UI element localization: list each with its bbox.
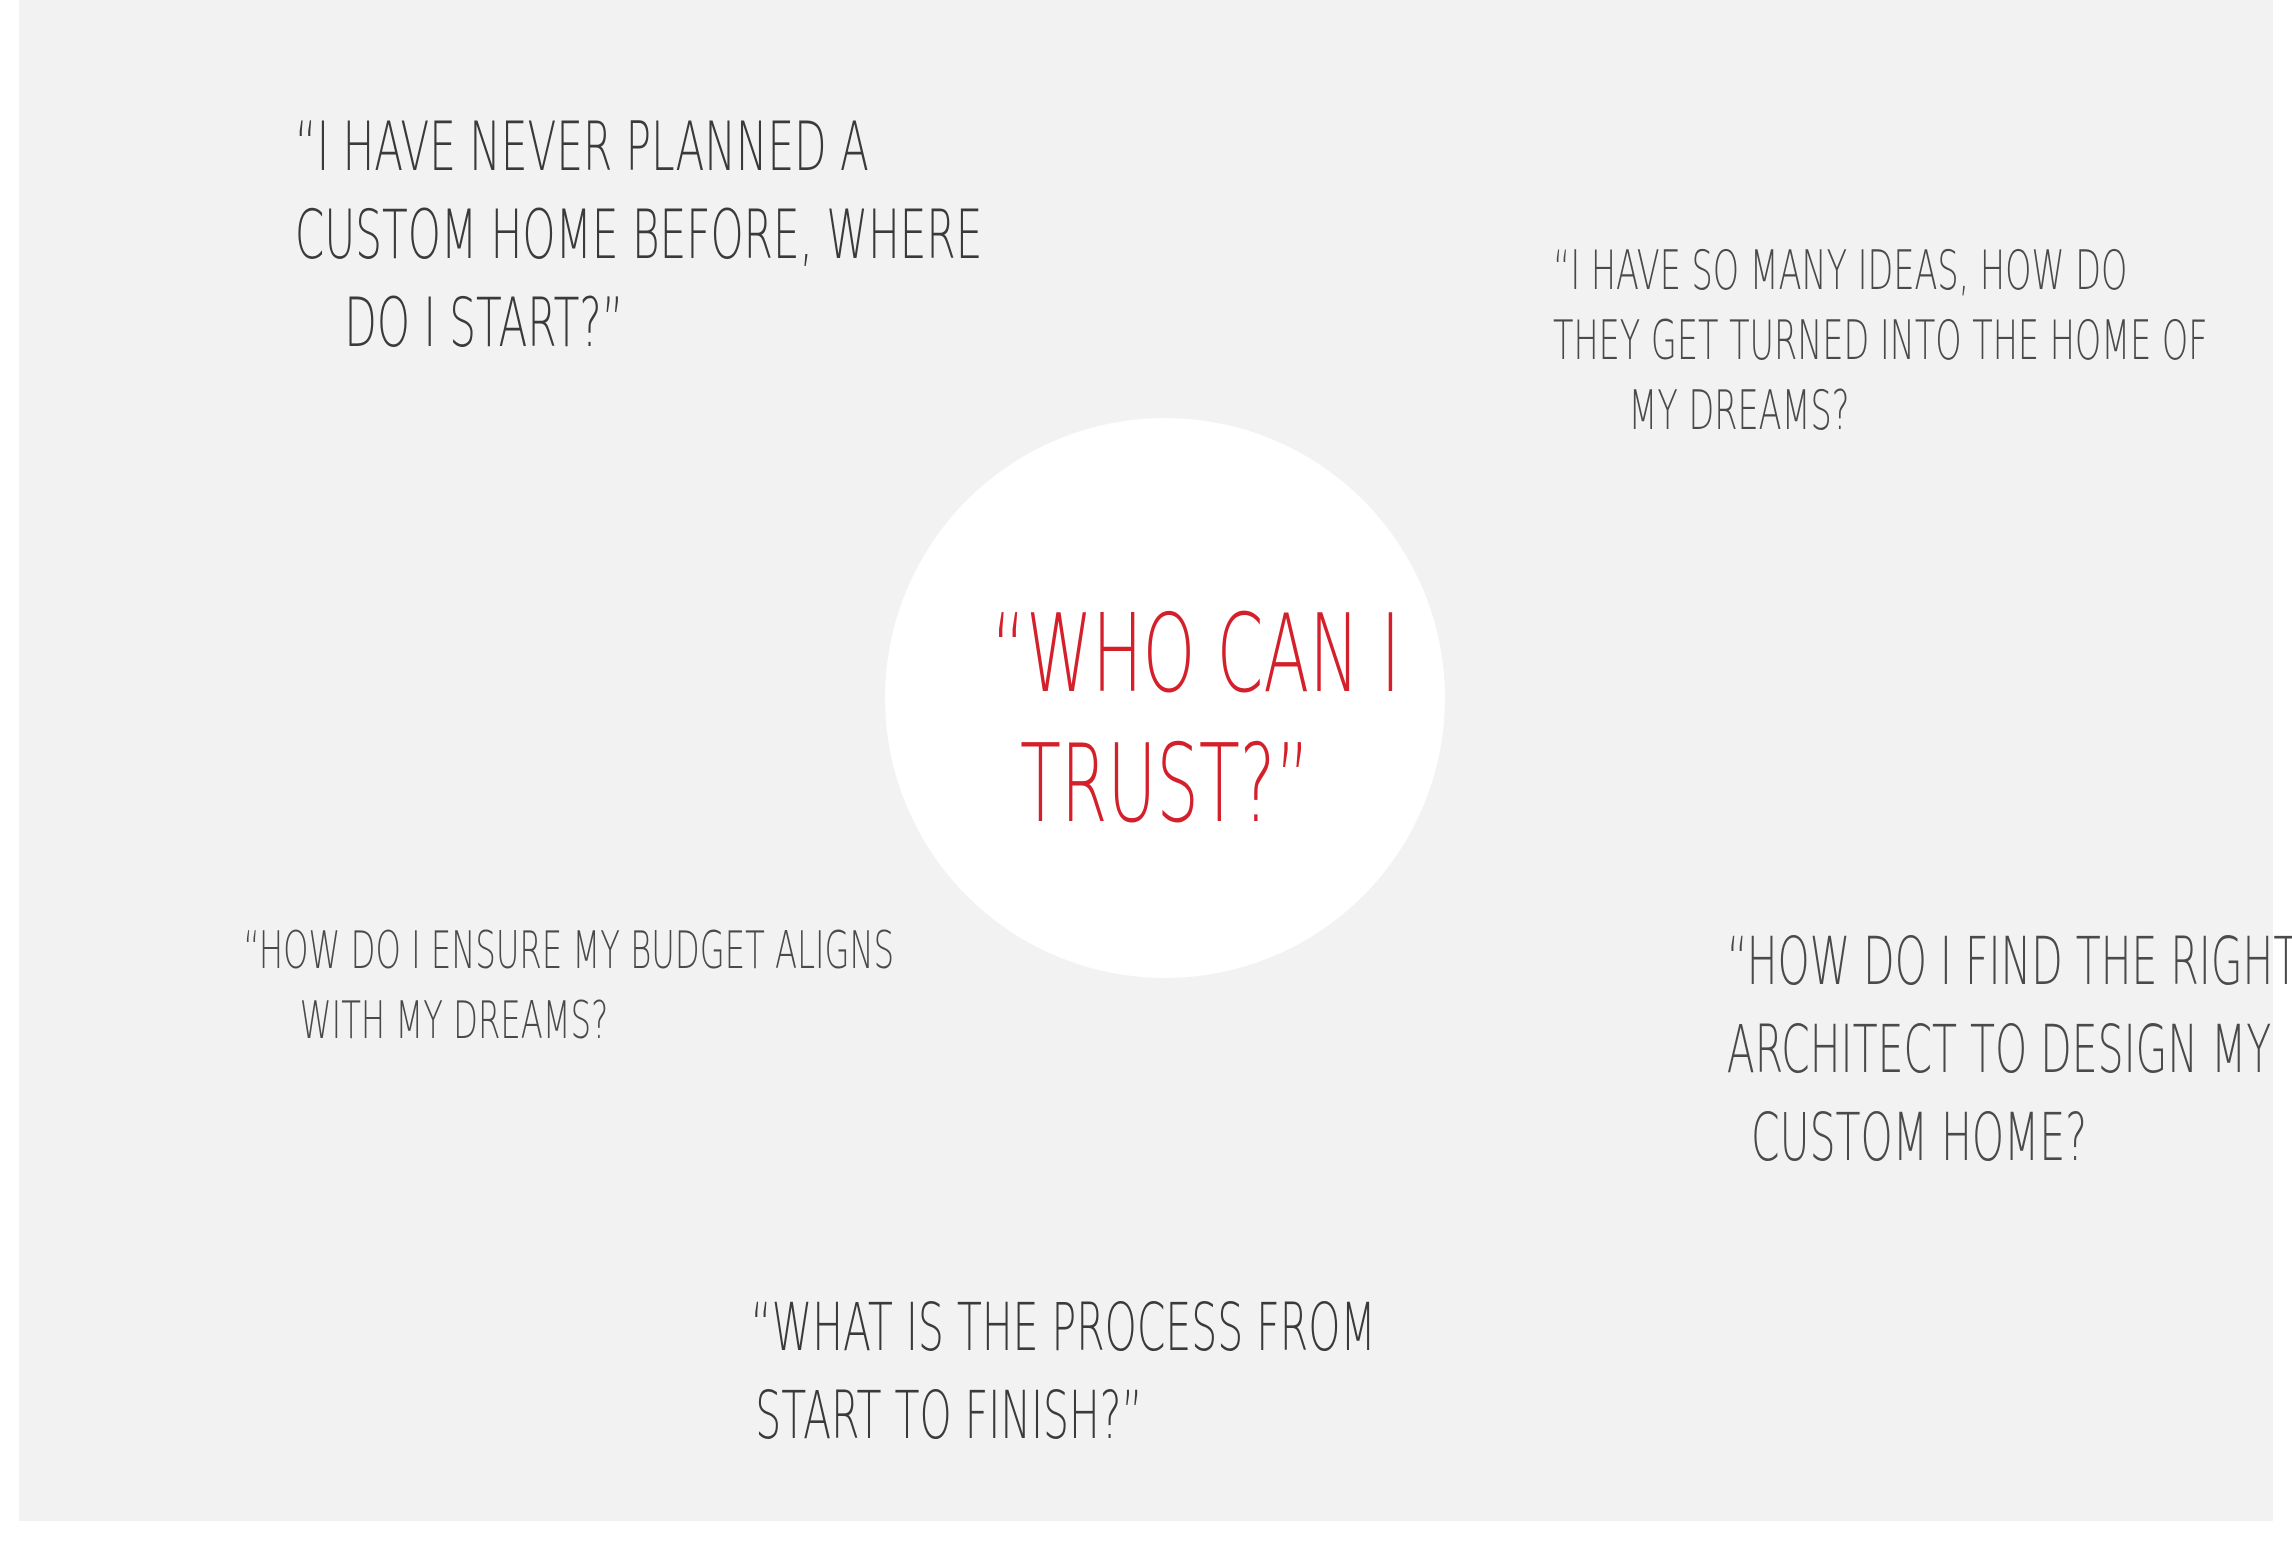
quote-line: “I HAVE SO MANY IDEAS, HOW DO (1553, 239, 2128, 302)
canvas: “I HAVE NEVER PLANNED A CUSTOM HOME BEFO… (19, 0, 2292, 1521)
quote-line: MY DREAMS? (1628, 379, 1850, 442)
central-question-line: TRUST?” (1019, 722, 1311, 847)
quote-never-planned: “I HAVE NEVER PLANNED A CUSTOM HOME BEFO… (294, 104, 983, 368)
quote-line: “HOW DO I ENSURE MY BUDGET ALIGNS (243, 921, 895, 981)
center-circle (885, 418, 1445, 978)
quote-line: “HOW DO I FIND THE RIGHT (1726, 923, 2292, 1000)
quote-line: START TO FINISH?” (755, 1377, 1143, 1454)
quote-line: WITH MY DREAMS? (299, 991, 609, 1051)
quote-line: “I HAVE NEVER PLANNED A (294, 108, 869, 187)
quote-line: THEY GET TURNED INTO THE HOME OF (1553, 309, 2208, 372)
quote-line: ARCHITECT TO DESIGN MY (1726, 1011, 2272, 1088)
quote-line: DO I START?” (344, 284, 624, 363)
quote-budget: “HOW DO I ENSURE MY BUDGET ALIGNS WITH M… (243, 916, 895, 1056)
central-question: “WHO CAN I TRUST?” (991, 590, 1401, 850)
quote-line: CUSTOM HOME BEFORE, WHERE (294, 196, 983, 275)
quote-many-ideas: “I HAVE SO MANY IDEAS, HOW DO THEY GET T… (1553, 236, 2208, 446)
central-question-line: “WHO CAN I (991, 592, 1401, 717)
quote-find-architect: “HOW DO I FIND THE RIGHT ARCHITECT TO DE… (1726, 918, 2292, 1182)
quote-line: “WHAT IS THE PROCESS FROM (750, 1289, 1376, 1366)
quote-process: “WHAT IS THE PROCESS FROM START TO FINIS… (750, 1284, 1376, 1460)
quote-line: CUSTOM HOME? (1751, 1099, 2087, 1176)
